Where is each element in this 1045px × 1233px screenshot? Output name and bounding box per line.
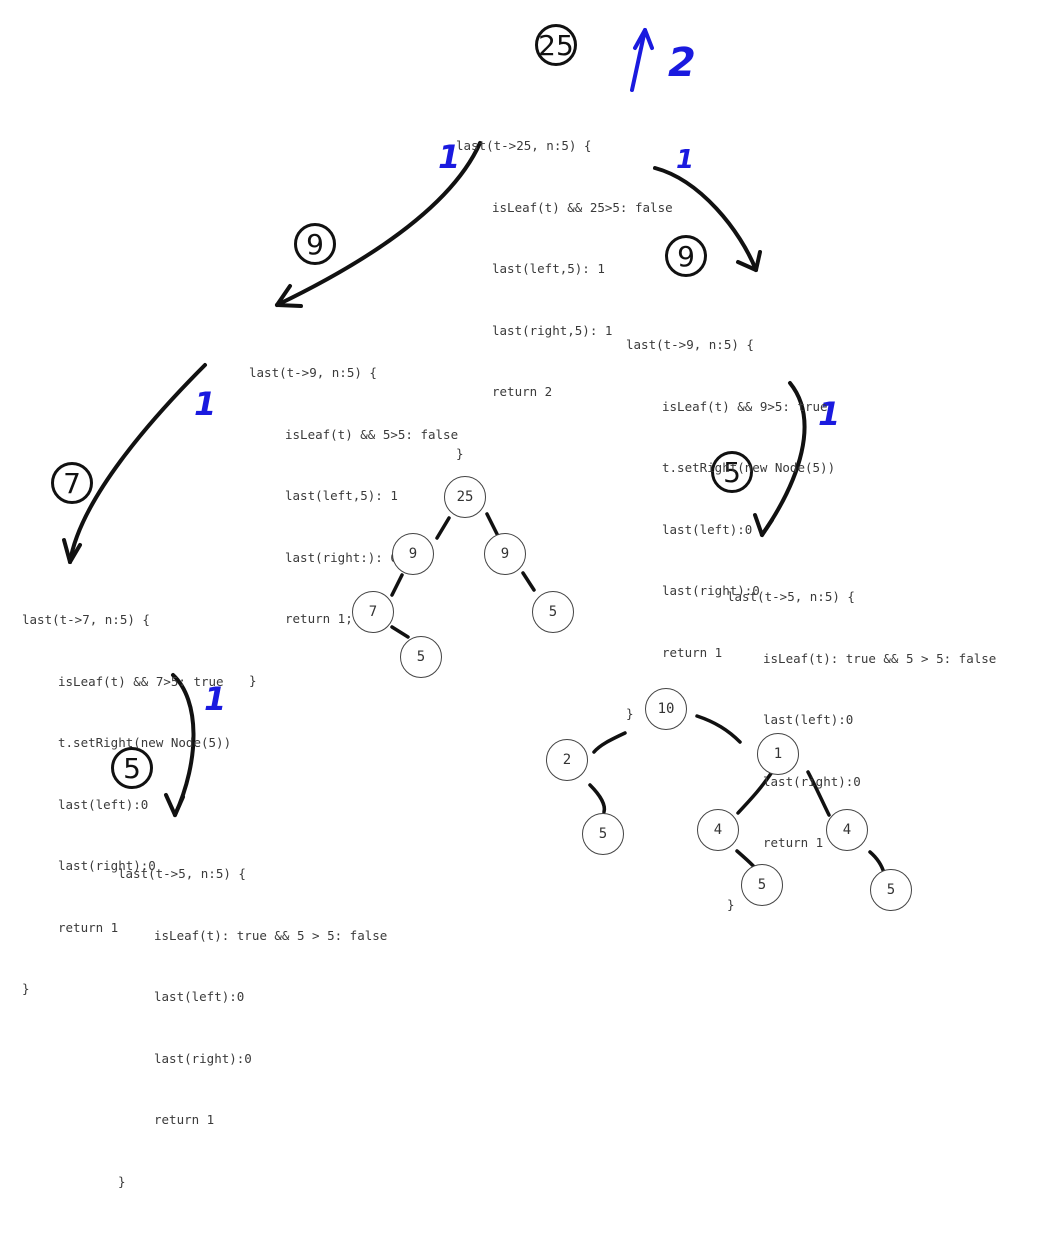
tree2-edge-10-1	[695, 714, 742, 744]
circle-label-left9: 9	[294, 223, 336, 265]
code-close: }	[249, 672, 257, 688]
tree1-node-25: 25	[444, 476, 486, 518]
annotation-return-2: 2	[668, 40, 696, 86]
code-line: return 1	[154, 1112, 215, 1127]
code-header: last(t->25, n:5) {	[456, 138, 592, 153]
tree2-node-5-under4b: 5	[870, 869, 912, 911]
code-line: return 1;	[285, 611, 353, 626]
code-close: }	[626, 706, 634, 721]
code-line: last(left,5): 1	[285, 488, 398, 503]
code-header: last(t->5, n:5) {	[118, 866, 246, 881]
code-line: last(left):0	[154, 989, 245, 1004]
annotation-right9-1: 1	[818, 395, 841, 433]
recursion-trace-diagram: 2 1 1 1 1 1 25 9 9 7 5 5 last(t->25, n:5…	[22, 24, 996, 1189]
circle-label-7: 7	[51, 462, 93, 504]
code-line: last(left):0	[763, 712, 854, 727]
code-line: isLeaf(t): true && 5 > 5: false	[154, 927, 388, 943]
tree1-node-9-left: 9	[392, 533, 434, 575]
code-line: last(right,5): 1	[492, 322, 613, 338]
code-line: isLeaf(t) && 5>5: false	[285, 426, 459, 442]
circle-label-25: 25	[535, 24, 577, 66]
code-line: last(left):0	[662, 521, 753, 537]
code-line: t.setRight(new Node(5))	[662, 460, 836, 475]
annotation-left-1: 1	[438, 138, 461, 176]
tree2-edge-10-2	[592, 731, 627, 754]
tree1-edge-9a-7	[390, 573, 404, 597]
code-line: isLeaf(t) && 7>5: true	[58, 673, 224, 689]
tree1-node-9-right: 9	[484, 533, 526, 575]
tree2-edge-2-5	[588, 783, 607, 814]
code-header: last(t->9, n:5) {	[626, 337, 754, 352]
code-block-right9: last(t->9, n:5) { isLeaf(t) && 9>5: true…	[626, 294, 835, 766]
code-line: last(left,5): 1	[492, 261, 605, 276]
tree1-edge-7-5	[390, 625, 410, 639]
code-line: return 1	[763, 835, 824, 850]
code-header: last(t->5, n:5) {	[727, 589, 855, 604]
code-line: last(right):0	[58, 858, 156, 873]
annotation-right-1: 1	[676, 145, 695, 175]
tree1-edge-25-9b	[485, 512, 499, 536]
tree2-node-1: 1	[757, 733, 799, 775]
circle-label-right9: 9	[665, 235, 707, 277]
tree2-edge-1-4b	[806, 770, 831, 817]
code-line: isLeaf(t) && 25>5: false	[492, 199, 673, 215]
code-line: isLeaf(t): true && 5 > 5: false	[763, 650, 997, 666]
code-line: last(right):0	[662, 583, 760, 598]
arrows-layer	[62, 28, 886, 875]
arrow-root-to-left9	[275, 141, 482, 307]
code-line: last(right):0	[154, 1050, 252, 1066]
arrow-left9-to-left7	[68, 363, 207, 564]
code-line: isLeaf(t) && 9>5: true	[662, 398, 828, 414]
tree2-node-4-left: 4	[697, 809, 739, 851]
circle-label-bottom5: 5	[111, 747, 153, 789]
tree2-node-5-under4a: 5	[741, 864, 783, 906]
code-block-bottom5: last(t->5, n:5) { isLeaf(t): true && 5 >…	[118, 823, 387, 1233]
code-block-left7: last(t->7, n:5) { isLeaf(t) && 7>5: true…	[22, 569, 231, 1041]
code-header: last(t->9, n:5) {	[249, 365, 377, 380]
code-block-right5: last(t->5, n:5) { isLeaf(t): true && 5 >…	[727, 546, 996, 956]
circle-label-right5: 5	[711, 451, 753, 493]
code-header: last(t->7, n:5) {	[22, 612, 150, 627]
code-line: return 1	[58, 919, 119, 935]
arrow-root-to-right9	[653, 166, 758, 272]
tree2-node-10: 10	[645, 688, 687, 730]
tree2-node-5-under2: 5	[582, 813, 624, 855]
tree2-node-2: 2	[546, 739, 588, 781]
annotation-left7-1: 1	[204, 680, 227, 718]
tree1-node-7: 7	[352, 591, 394, 633]
code-close: }	[727, 896, 735, 912]
arrow-right9-to-right5	[760, 381, 807, 537]
tree1-edge-9b-5	[521, 571, 536, 592]
tree2-node-4-right: 4	[826, 809, 868, 851]
code-line: t.setRight(new Node(5))	[58, 735, 232, 750]
code-line: last(right):0	[763, 773, 861, 789]
tree1-node-5-right: 5	[532, 591, 574, 633]
code-block-root: last(t->25, n:5) { isLeaf(t) && 25>5: fa…	[456, 95, 673, 505]
tree2-edge-1-4a	[736, 770, 774, 815]
tree1-edge-25-9a	[435, 516, 451, 540]
arrow-return-up	[630, 28, 647, 92]
tree1-node-5-under7: 5	[400, 636, 442, 678]
code-close: }	[118, 1173, 126, 1189]
code-line: return 2	[492, 384, 553, 399]
annotation-left9-1: 1	[194, 385, 217, 423]
code-block-left9: last(t->9, n:5) { isLeaf(t) && 5>5: fals…	[249, 322, 458, 732]
code-line: return 1	[662, 644, 723, 660]
code-line: last(left):0	[58, 796, 149, 812]
code-close: }	[456, 445, 464, 461]
